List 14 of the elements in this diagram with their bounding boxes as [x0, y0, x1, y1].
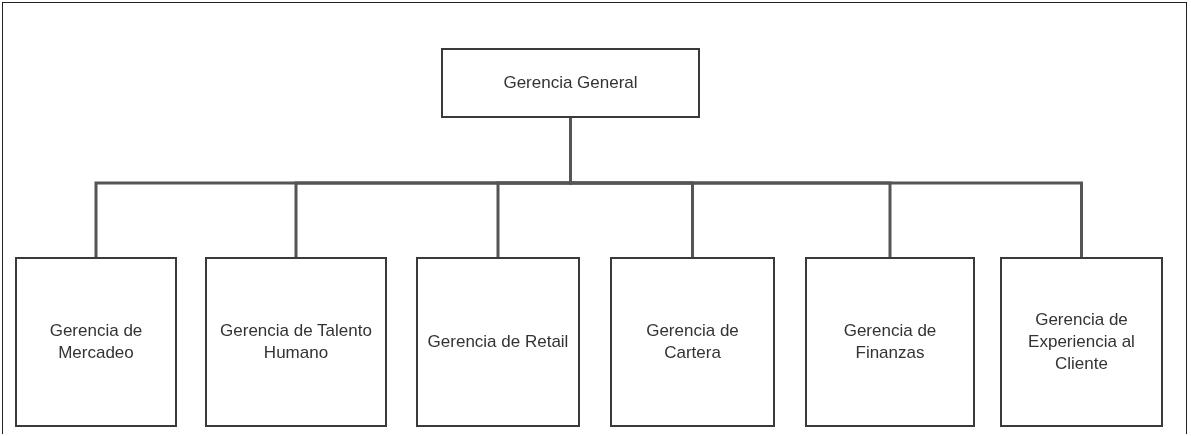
unit-name: Gerencia de Experiencia al Cliente [1027, 308, 1136, 376]
org-box [1000, 257, 1163, 427]
unit-name: Gerencia de Finanzas [842, 319, 938, 364]
org-box [441, 48, 700, 118]
unit-name: Gerencia de Cartera [645, 319, 740, 364]
org-box [15, 257, 177, 427]
unit-name: Gerencia de Mercadeo [48, 319, 144, 364]
org-box [805, 257, 975, 427]
unit-name: Gerencia de Talento Humano [219, 319, 373, 364]
unit-name: Gerencia de Retail [427, 330, 569, 353]
org-box [205, 257, 387, 427]
org-box [610, 257, 775, 427]
unit-name: Gerencia General [503, 71, 638, 94]
org-box [416, 257, 580, 427]
